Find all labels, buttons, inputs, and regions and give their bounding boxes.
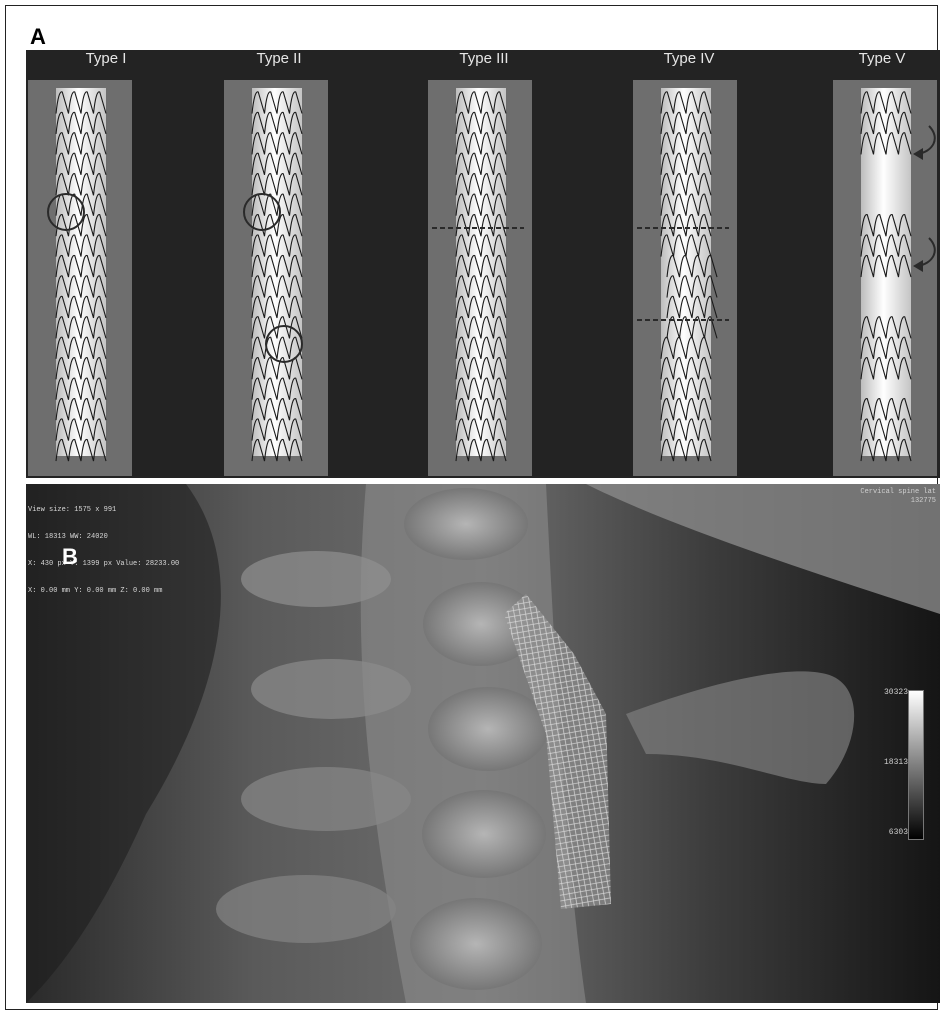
scale-label-mid: 18313 [884, 758, 908, 767]
xray-series-line: 132775 [860, 497, 936, 506]
stent-type-2 [224, 80, 328, 476]
panel-b-xray: View size: 1575 x 991 WL: 18313 WW: 2402… [26, 484, 940, 1003]
stent-type-5 [833, 80, 937, 476]
xray-series-overlay: Cervical spine lat 132775 [860, 488, 936, 506]
panel-a-letter: A [30, 24, 46, 50]
stent-fracture-diagram [26, 50, 940, 478]
grayscale-bar [908, 690, 924, 840]
stent-type-3 [428, 80, 532, 476]
stent-type-4 [633, 80, 737, 476]
stent-tube [56, 88, 106, 456]
stent-tube [861, 88, 911, 456]
stent-tube [456, 88, 506, 456]
panel-a-stent-types: Type I Type II Type III Type IV Type V [26, 50, 940, 478]
xray-info-line: X: 0.00 mm Y: 0.00 mm Z: 0.00 mm [28, 587, 179, 596]
xray-series-line: Cervical spine lat [860, 488, 936, 497]
xray-info-line: WL: 18313 WW: 24020 [28, 533, 179, 542]
scale-label-bottom: 6303 [889, 828, 908, 837]
scale-label-top: 30323 [884, 688, 908, 697]
xray-info-line: X: 430 px Y: 1399 px Value: 28233.00 [28, 560, 179, 569]
xray-info-overlay: View size: 1575 x 991 WL: 18313 WW: 2402… [28, 488, 179, 614]
xray-info-line: View size: 1575 x 991 [28, 506, 179, 515]
panel-b-letter: B [62, 544, 78, 570]
stent-tube [252, 88, 302, 456]
stent-type-1 [28, 80, 132, 476]
